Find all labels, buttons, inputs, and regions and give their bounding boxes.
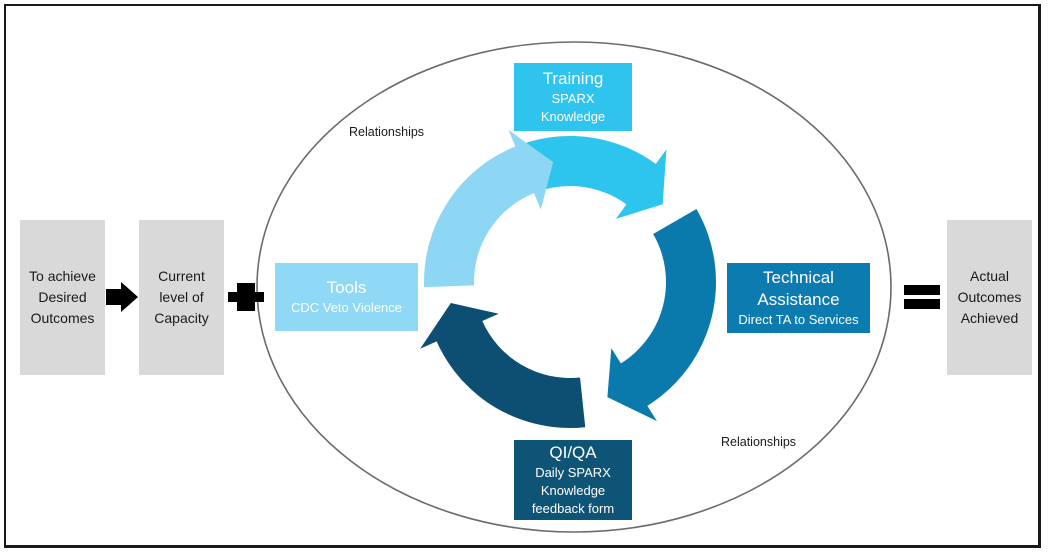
training-box: Training SPARX Knowledge [514, 63, 632, 131]
actual-outcomes-box: Actual Outcomes Achieved [947, 220, 1032, 375]
cycle-arrow-tools [424, 129, 554, 288]
cycle-arrow-technical-assistance [607, 209, 717, 422]
right-arrow-icon [106, 282, 138, 312]
current-capacity-box: Current level of Capacity [139, 220, 224, 375]
tools-title: Tools [326, 278, 367, 297]
relationships-label-bottom: Relationships [721, 435, 797, 449]
technical-assistance-subtitle: Direct TA to Services [738, 312, 859, 327]
tools-subtitle: CDC Veto Violence [290, 300, 403, 315]
technical-assistance-title: Technical Assistance [757, 268, 840, 309]
relationships-ellipse [256, 41, 892, 533]
qi-qa-box: QI/QA Daily SPARX Knowledge feedback for… [514, 440, 632, 520]
desired-outcomes-box: To achieve Desired Outcomes [20, 220, 105, 375]
qi-qa-subtitle: Daily SPARX Knowledge feedback form [531, 465, 615, 516]
current-capacity-label: Current level of Capacity [154, 268, 209, 326]
training-subtitle: SPARX Knowledge [540, 91, 606, 124]
actual-outcomes-label: Actual Outcomes Achieved [957, 268, 1022, 326]
technical-assistance-box: Technical Assistance Direct TA to Servic… [727, 263, 870, 333]
training-title: Training [542, 69, 604, 88]
cycle-arrows [420, 129, 717, 428]
diagram-frame [4, 4, 1041, 548]
cycle-arrow-qi-qa [420, 303, 586, 428]
desired-outcomes-label: To achieve Desired Outcomes [29, 268, 96, 326]
tools-box: Tools CDC Veto Violence [275, 263, 418, 331]
relationships-label-top: Relationships [349, 125, 425, 139]
qi-qa-title: QI/QA [549, 443, 597, 462]
